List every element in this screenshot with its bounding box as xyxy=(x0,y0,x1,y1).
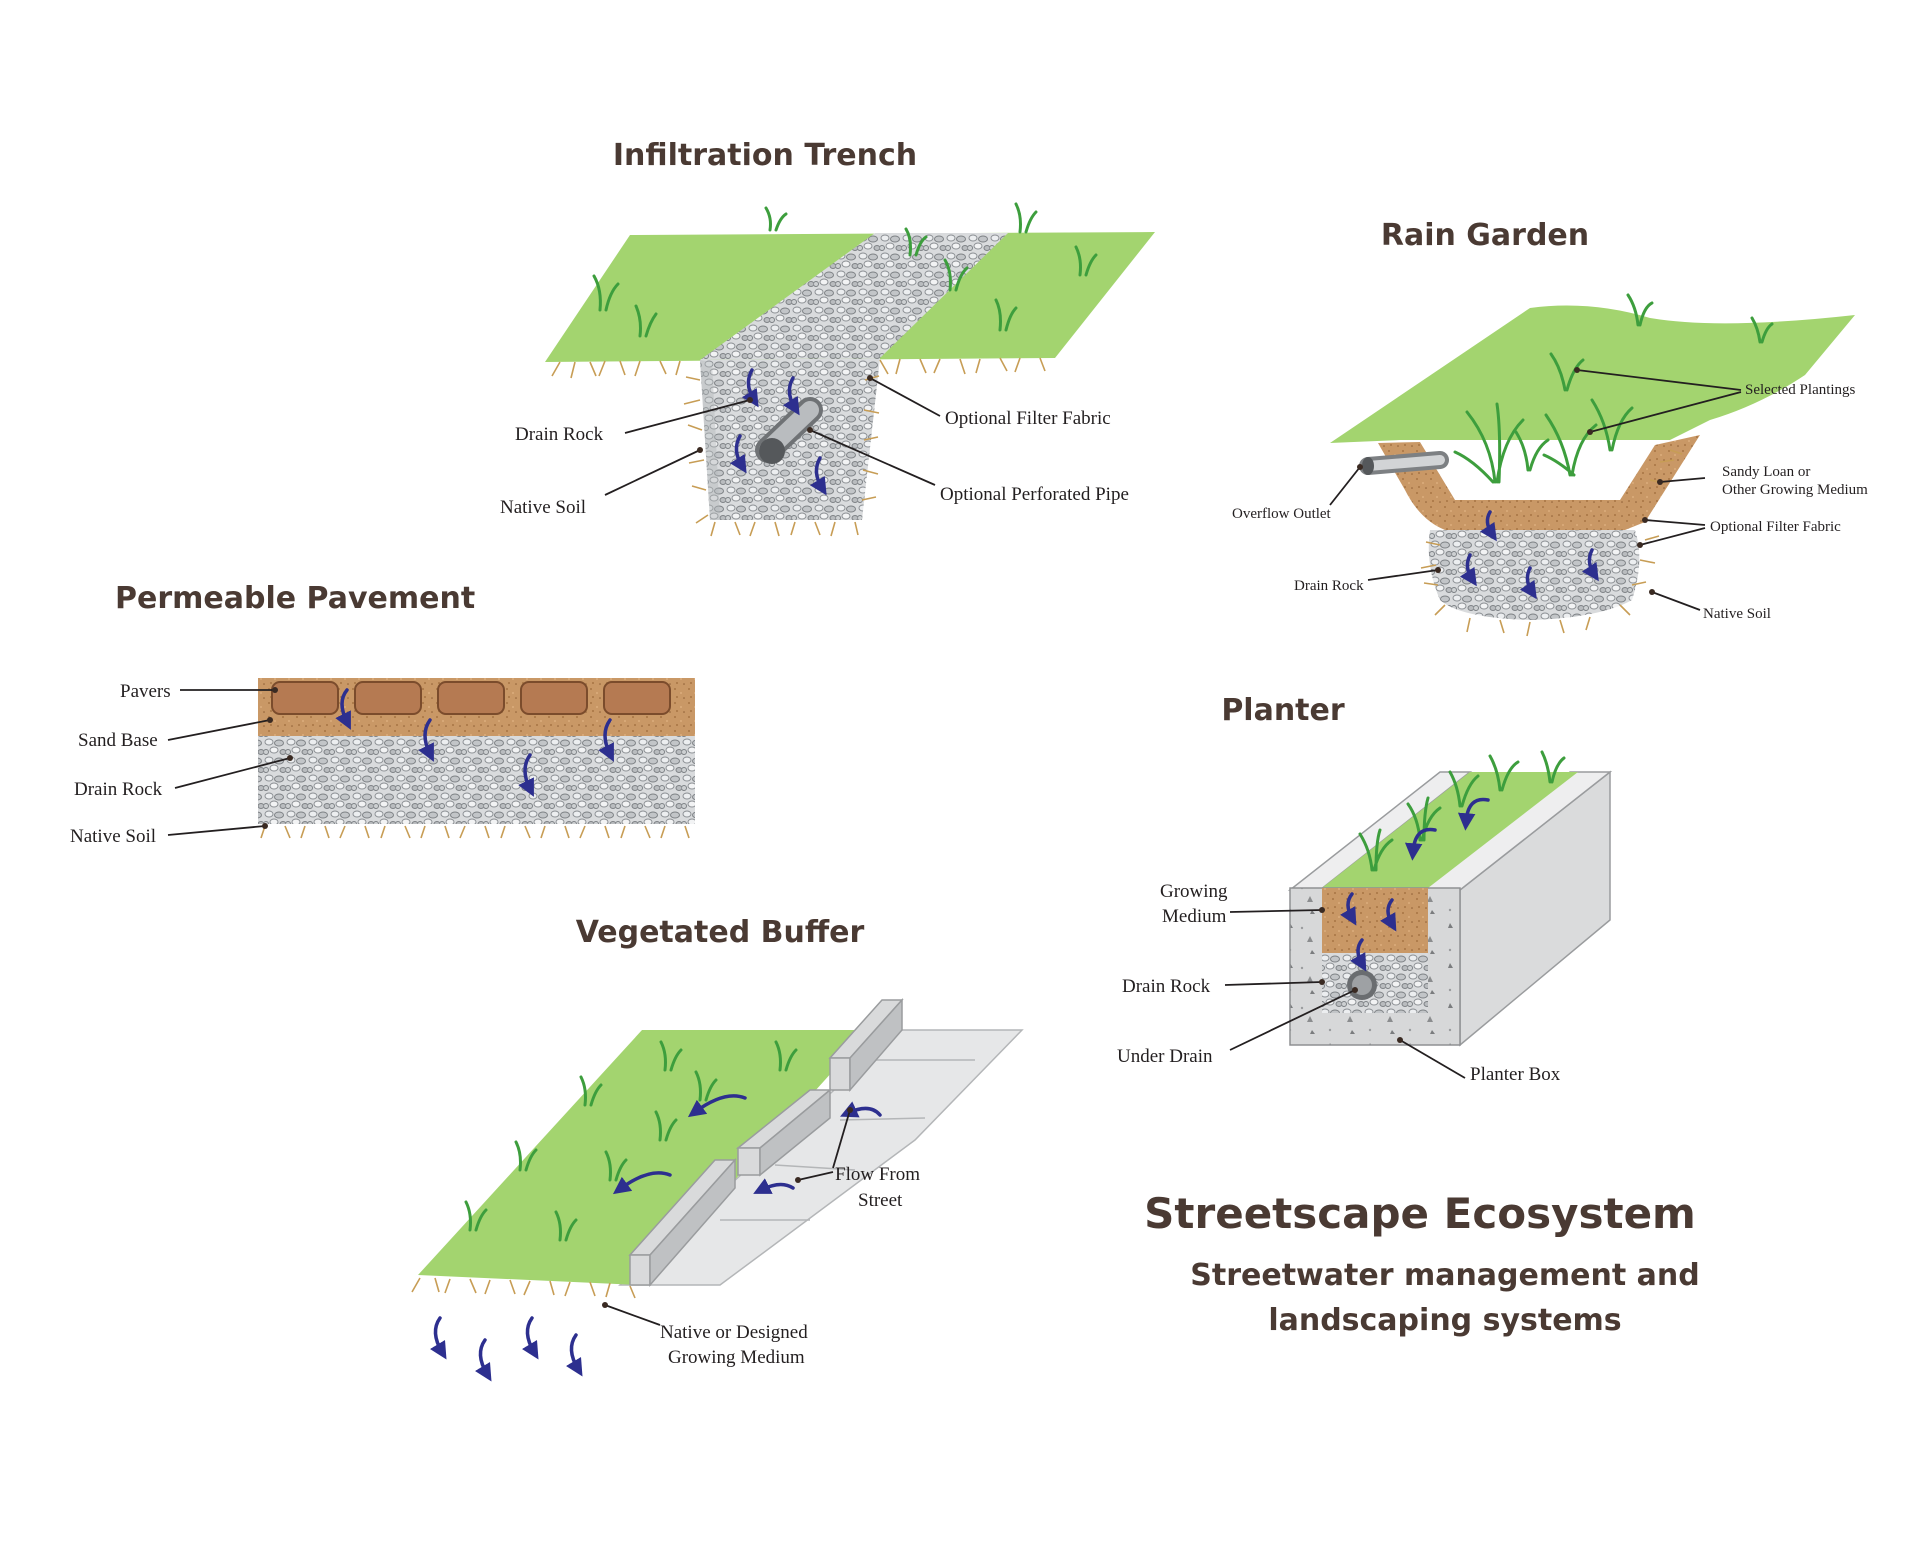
trench-grass-blades xyxy=(592,202,1098,338)
planter-label-under-drain: Under Drain xyxy=(1117,1046,1213,1067)
pavement-label-pavers: Pavers xyxy=(120,681,171,702)
infiltration-trench: Infiltration Trench xyxy=(500,138,1155,537)
heading-subtitle-2: landscaping systems xyxy=(1268,1303,1621,1338)
buffer-flow-arrows xyxy=(429,1094,882,1382)
buffer-label-medium-1: Native or Designed xyxy=(660,1322,808,1343)
rain-garden-label-drain-rock: Drain Rock xyxy=(1294,578,1364,594)
rain-garden-label-medium-1: Sandy Loan or xyxy=(1722,464,1810,480)
buffer-roots xyxy=(411,1277,636,1299)
planter: Planter xyxy=(1117,693,1613,1085)
planter-grass-top xyxy=(1322,772,1578,888)
heading-subtitle-1: Streetwater management and xyxy=(1190,1258,1699,1293)
trench-label-perforated-pipe: Optional Perforated Pipe xyxy=(940,484,1129,505)
rain-garden-label-overflow-outlet: Overflow Outlet xyxy=(1232,506,1332,522)
trench-side xyxy=(700,360,720,520)
buffer-label-flow-1: Flow From xyxy=(835,1164,920,1185)
pavement-label-native-soil: Native Soil xyxy=(70,826,156,847)
planter-growing-medium xyxy=(1322,888,1428,953)
rain-garden-grass xyxy=(1330,305,1855,443)
rain-garden-flow-arrows xyxy=(1459,510,1599,600)
pavement-label-sand-base: Sand Base xyxy=(78,730,158,751)
trench-label-drain-rock: Drain Rock xyxy=(515,424,604,445)
perforated-pipe-icon xyxy=(755,397,823,464)
permeable-pavement-title: Permeable Pavement xyxy=(115,581,475,616)
planter-flow-arrows xyxy=(1340,797,1490,972)
rain-garden-label-filter-fabric: Optional Filter Fabric xyxy=(1710,519,1841,535)
trench-label-native-soil: Native Soil xyxy=(500,497,586,518)
permeable-pavement: Permeable Pavement Pavers Sand B xyxy=(70,581,695,847)
main-heading: Streetscape Ecosystem Streetwater manage… xyxy=(1144,1189,1700,1338)
planter-label-drain-rock: Drain Rock xyxy=(1122,976,1211,997)
planter-label-planter-box: Planter Box xyxy=(1470,1064,1561,1085)
pavement-pavers xyxy=(271,681,671,715)
infiltration-trench-title: Infiltration Trench xyxy=(613,138,917,173)
rain-garden: Rain Garden xyxy=(1232,218,1868,637)
planter-plantings xyxy=(1358,750,1566,872)
trench-label-filter-fabric: Optional Filter Fabric xyxy=(945,408,1111,429)
rain-garden-label-native-soil: Native Soil xyxy=(1703,606,1771,622)
rain-garden-roots xyxy=(1420,449,1683,637)
rain-garden-growing-medium xyxy=(1378,435,1700,530)
rain-garden-drain-rock xyxy=(1428,530,1640,620)
trench-flow-arrows xyxy=(729,368,827,496)
vegetated-buffer: Vegetated Buffer xyxy=(411,915,1024,1382)
overflow-outlet-icon xyxy=(1359,451,1449,475)
rain-garden-title: Rain Garden xyxy=(1381,218,1589,253)
planter-label-growing-2: Medium xyxy=(1162,906,1227,927)
under-drain-icon xyxy=(1347,970,1377,1000)
pavement-label-drain-rock: Drain Rock xyxy=(74,779,163,800)
buffer-curbs xyxy=(628,998,904,1287)
heading-title: Streetscape Ecosystem xyxy=(1144,1189,1696,1238)
planter-label-growing-1: Growing xyxy=(1160,881,1228,902)
vegetated-buffer-title: Vegetated Buffer xyxy=(576,915,865,950)
pavement-roots xyxy=(260,825,690,839)
buffer-street-joints xyxy=(720,1059,975,1221)
buffer-label-flow-2: Street xyxy=(858,1190,903,1211)
pavement-drain-rock xyxy=(258,736,695,824)
planter-title: Planter xyxy=(1221,693,1345,728)
rain-garden-label-medium-2: Other Growing Medium xyxy=(1722,482,1868,498)
rain-garden-label-selected-plantings: Selected Plantings xyxy=(1745,382,1856,398)
pavement-flow-arrows xyxy=(335,688,614,797)
buffer-label-medium-2: Growing Medium xyxy=(668,1347,805,1368)
buffer-grass-blades xyxy=(464,1040,798,1242)
trench-gravel-strip xyxy=(700,233,1008,360)
buffer-grass xyxy=(418,1030,870,1285)
